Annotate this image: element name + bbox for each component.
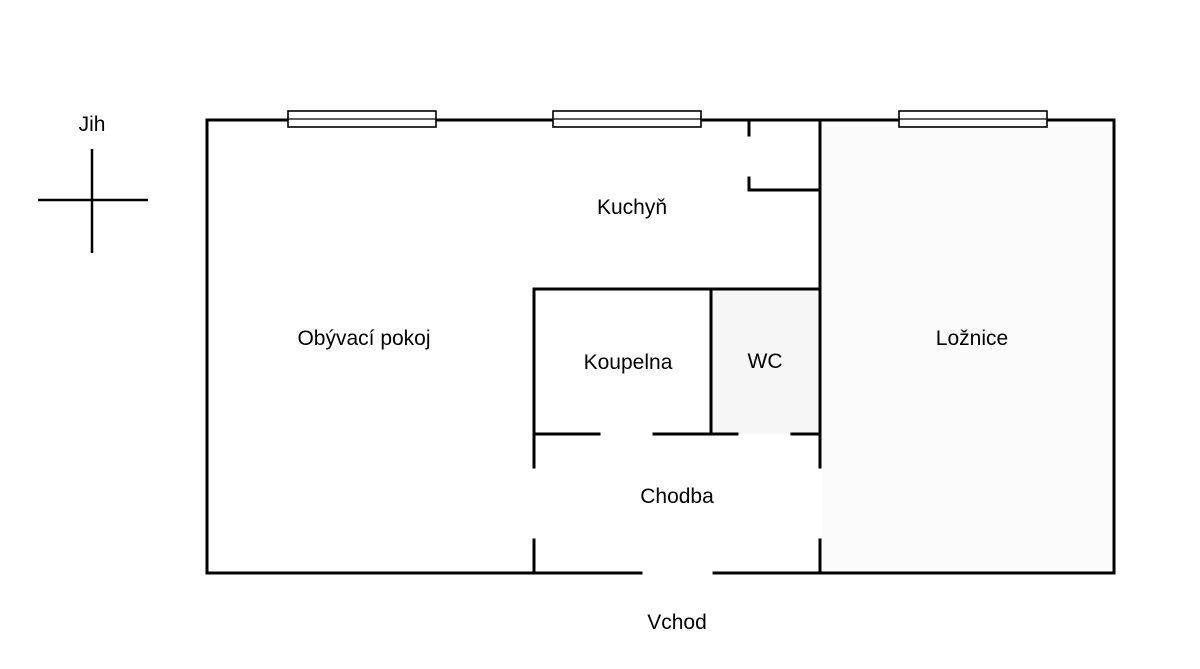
window [552, 110, 702, 128]
interior-walls [532, 118, 822, 575]
compass-label: Jih [79, 113, 106, 136]
window [898, 110, 1048, 128]
entrance-label: Vchod [647, 611, 707, 634]
room-label-kitchen: Kuchyň [597, 196, 667, 219]
room-label-hallway: Chodba [640, 485, 714, 508]
compass: Jih [38, 113, 148, 253]
wc-floor-shade [712, 290, 818, 434]
room-label-wc: WC [748, 350, 783, 373]
room-label-bathroom: Koupelna [584, 351, 673, 374]
room-label-living-room: Obývací pokoj [297, 327, 430, 350]
window [287, 110, 437, 128]
room-label-bedroom: Ložnice [936, 327, 1008, 350]
bedroom-floor-shade [822, 122, 1112, 572]
